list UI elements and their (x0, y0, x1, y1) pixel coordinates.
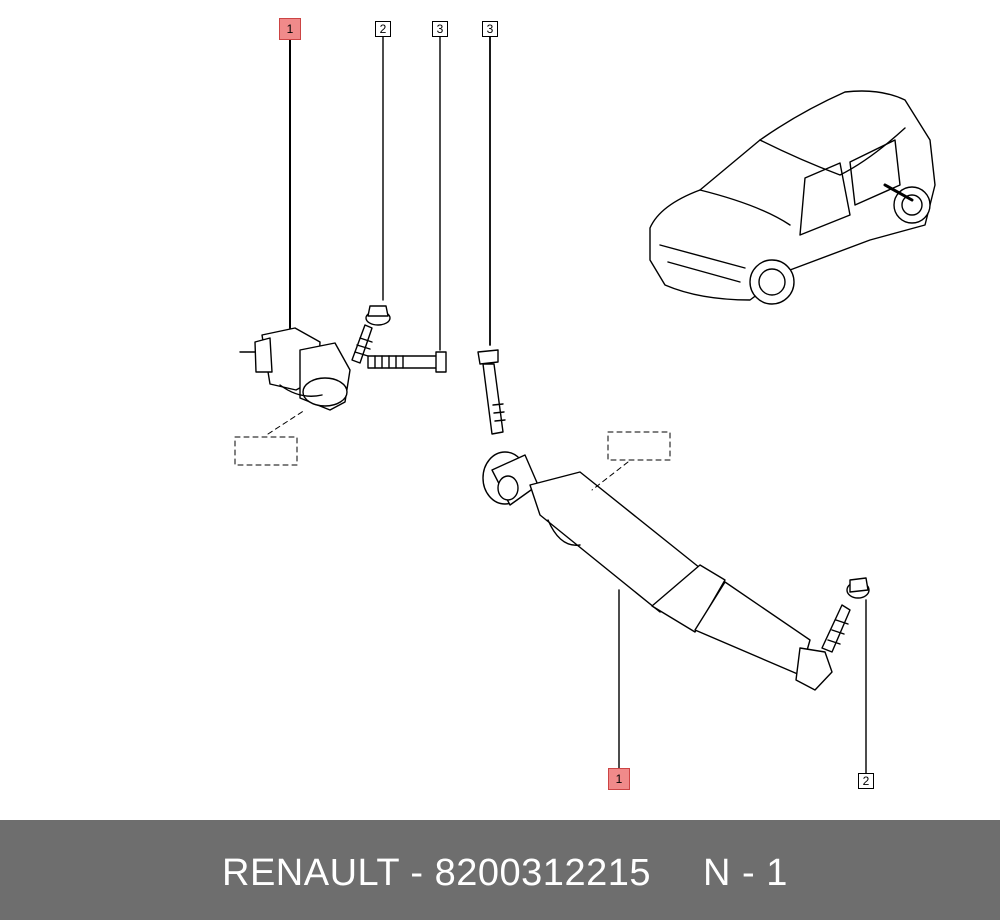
part-number: 8200312215 (434, 852, 651, 894)
callout-1-top: 1 (279, 18, 301, 40)
callout-2-top: 2 (375, 21, 391, 37)
reference-arrow-left (267, 409, 306, 435)
callout-3-top-a: 3 (432, 21, 448, 37)
vertical-bolt (477, 349, 506, 435)
horizontal-bolt (367, 351, 447, 373)
reference-arrow-right (591, 461, 629, 491)
position-code: N - 1 (702, 852, 788, 894)
exploded-parts-diagram (234, 36, 936, 774)
brand-name: RENAULT (222, 852, 400, 894)
shock-absorber (482, 451, 833, 691)
reference-box-left (234, 436, 298, 466)
flange-nut-top (365, 305, 391, 326)
upper-mount-bracket (239, 327, 351, 411)
lower-stud (821, 577, 870, 653)
footer-bar: RENAULT - 8200312215 N - 1 (0, 820, 1000, 920)
callout-3-top-b: 3 (482, 21, 498, 37)
footer-caption: RENAULT - 8200312215 N - 1 (222, 852, 788, 895)
reference-box-right (607, 431, 671, 461)
callout-2-bottom: 2 (858, 773, 874, 789)
callout-1-bottom: 1 (608, 768, 630, 790)
small-screw (351, 324, 373, 364)
separator: - (399, 852, 435, 894)
car-location-illustration (649, 90, 936, 305)
